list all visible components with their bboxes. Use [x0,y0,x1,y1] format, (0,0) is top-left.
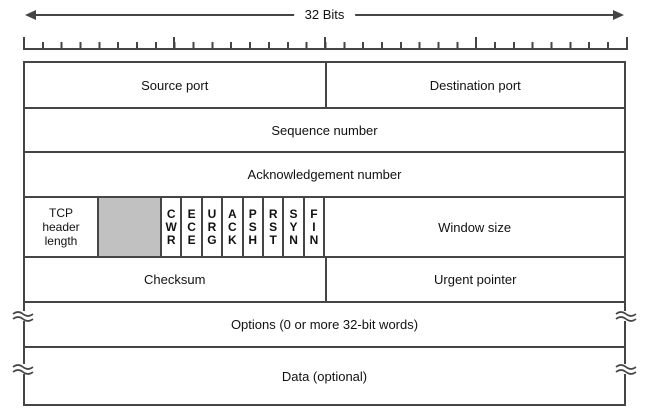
field-window-size-label: Window size [438,219,512,235]
field-data: Data (optional) [25,348,624,404]
flag-urg: U R G [200,198,221,256]
header-table: Source port Destination port Sequence nu… [12,61,637,406]
field-window-size: Window size [323,198,624,256]
field-checksum-label: Checksum [144,272,206,287]
break-mark-icon [12,311,34,322]
flag-fin-label: F I N [309,206,319,247]
row-flags: TCP header length C W R E C E U R G A C … [25,196,624,256]
row-ports: Source port Destination port [25,63,624,107]
flag-psh: P S H [241,198,262,256]
field-checksum: Checksum [25,258,325,301]
major-tick-bit24 [475,37,477,48]
row-sequence-number: Sequence number [25,107,624,151]
field-data-label: Data (optional) [281,368,368,384]
flag-rst: R S T [261,198,282,256]
row-data: Data (optional) [12,346,637,404]
flag-urg-label: U R G [207,206,217,247]
field-options-label: Options (0 or more 32-bit words) [230,317,419,332]
field-sequence-number: Sequence number [25,109,624,151]
flag-cwr: C W R [160,198,180,256]
field-destination-port: Destination port [324,63,625,107]
field-tcp-header-length-label: TCP header length [42,206,80,248]
field-source-port: Source port [25,63,325,107]
field-destination-port-label: Destination port [429,77,521,93]
bit-ruler [23,37,628,50]
field-source-port-label: Source port [141,77,209,93]
flag-ack: A C K [221,198,241,256]
major-tick-bit0 [23,37,25,48]
flag-syn: S Y N [282,198,302,256]
flag-syn-label: S Y N [289,206,298,247]
field-acknowledgement-number-label: Acknowledgement number [247,167,402,182]
flag-cwr-label: C W R [165,206,177,247]
field-urgent-pointer-label: Urgent pointer [434,272,517,287]
bits-width-arrow: 32 Bits [25,7,624,23]
field-acknowledgement-number: Acknowledgement number [25,153,624,196]
flag-ece-label: E C E [187,206,196,247]
field-urgent-pointer: Urgent pointer [324,258,625,301]
field-tcp-header-length: TCP header length [25,198,97,256]
flag-psh-label: P S H [248,206,258,247]
ruler-baseline [23,48,628,50]
break-mark-icon [12,364,34,375]
row-checksum: Checksum Urgent pointer [25,256,624,301]
flag-ece: E C E [180,198,200,256]
field-sequence-number-label: Sequence number [271,122,378,138]
break-mark-icon [615,364,637,375]
arrowhead-right-icon [613,10,624,20]
break-mark-icon [615,311,637,322]
arrowhead-left-icon [25,10,36,20]
row-acknowledgement-number: Acknowledgement number [25,151,624,196]
flag-ack-label: A C K [228,206,237,247]
flag-fin: F I N [302,198,323,256]
major-tick-bit32 [626,37,628,48]
major-tick-bit8 [173,37,175,48]
field-options: Options (0 or more 32-bit words) [25,303,624,346]
row-options: Options (0 or more 32-bit words) [12,301,637,346]
reserved-field [97,198,160,256]
major-tick-bit16 [324,37,326,48]
flag-rst-label: R S T [268,206,278,247]
bits-label: 32 Bits [293,7,356,23]
